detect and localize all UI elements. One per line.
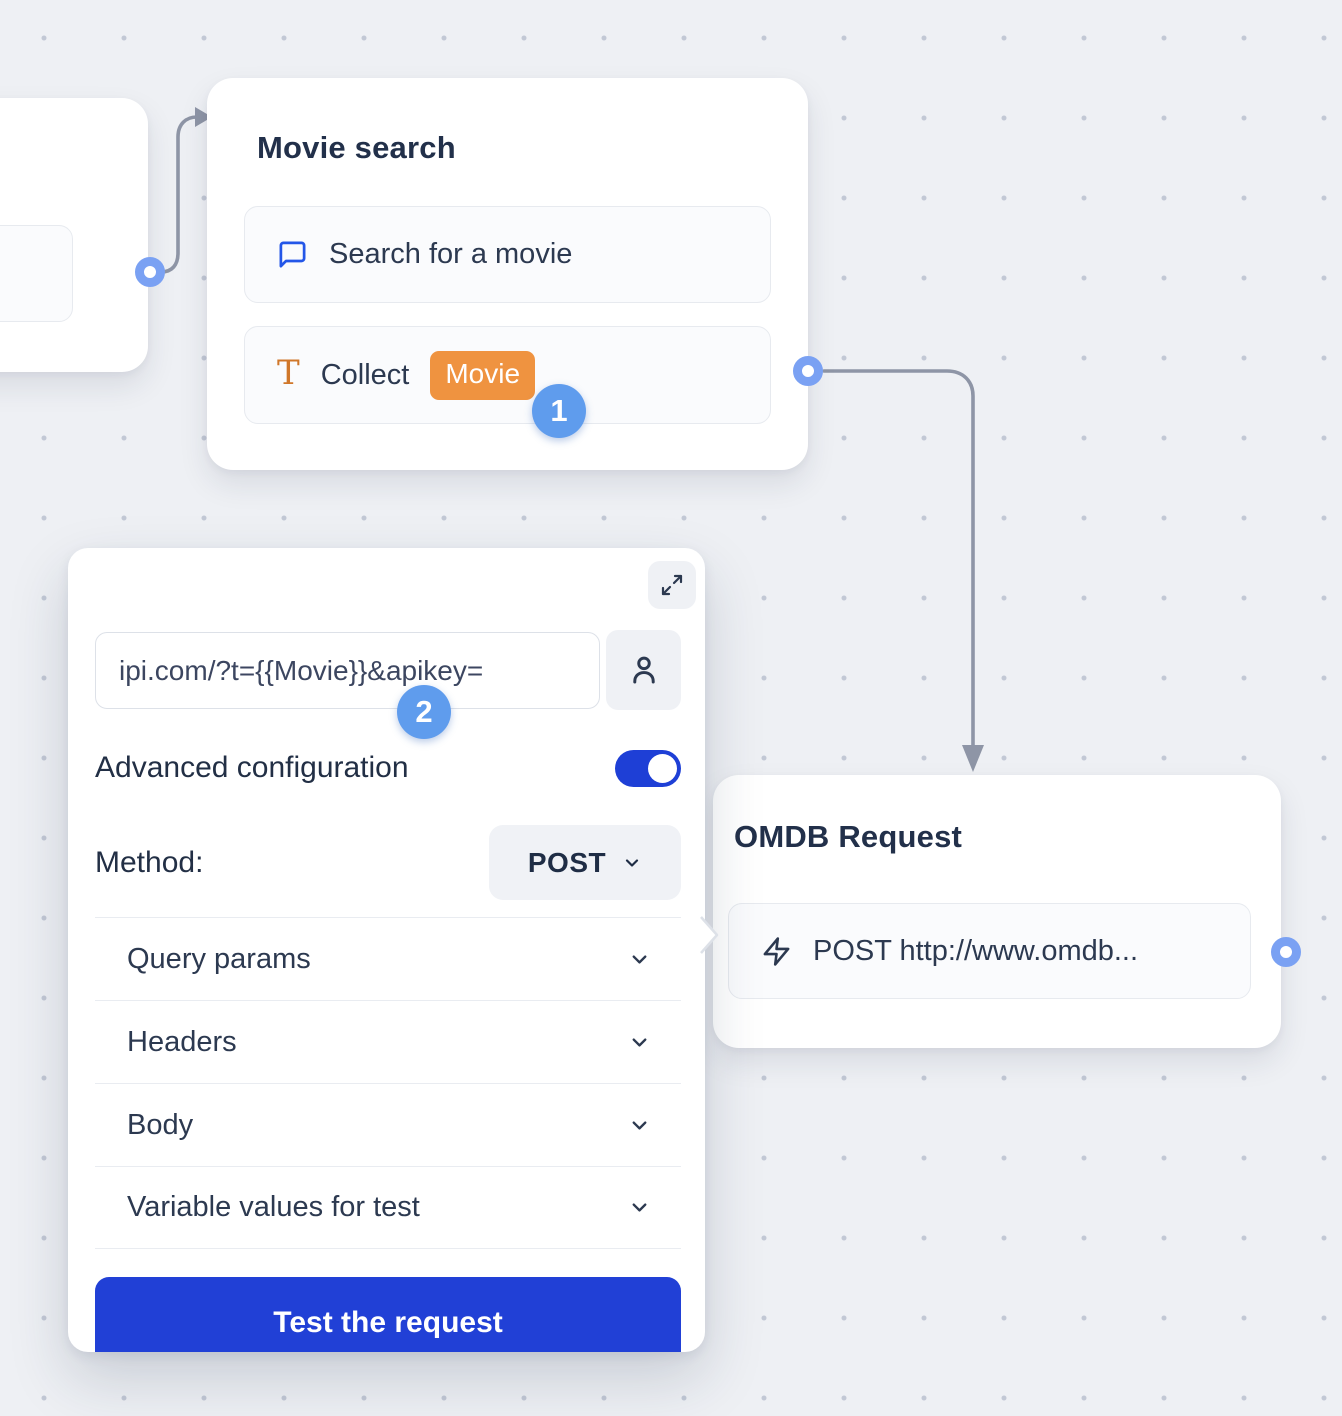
user-icon (627, 653, 661, 687)
chevron-down-icon (622, 853, 642, 873)
chevron-down-icon (628, 1031, 651, 1054)
method-dropdown[interactable]: POST (489, 825, 681, 900)
step-badge-2: 2 (397, 685, 451, 739)
input-notch-icon (699, 913, 721, 962)
expand-icon (660, 573, 684, 597)
node-title: Movie search (257, 130, 456, 165)
section-body[interactable]: Body (95, 1083, 681, 1166)
section-label: Headers (127, 1025, 237, 1058)
block-collect-movie[interactable]: T Collect Movie (244, 326, 771, 424)
output-port-left-node[interactable] (135, 257, 165, 287)
block-search-for-movie[interactable]: Search for a movie (244, 206, 771, 303)
chevron-down-icon (628, 1114, 651, 1137)
node-card-movie-search[interactable]: Movie search Search for a movie T Collec… (207, 78, 808, 470)
text-input-icon: T (277, 353, 300, 393)
node-card-omdb-request[interactable]: OMDB Request POST http://www.omdb... (700, 775, 1281, 1048)
expand-button[interactable] (648, 561, 696, 609)
block-omdb-post[interactable]: POST http://www.omdb... (728, 903, 1251, 999)
variable-chip-movie[interactable]: Movie (430, 350, 536, 400)
advanced-configuration-row: Advanced configuration (95, 748, 681, 788)
section-query-params[interactable]: Query params (95, 917, 681, 1000)
url-input-value: ipi.com/?t={{Movie}}&apikey= (119, 654, 484, 686)
node-title: OMDB Request (734, 819, 963, 854)
block-label: POST http://www.omdb... (813, 934, 1139, 967)
block-label: Search for a movie (329, 238, 573, 270)
chevron-down-icon (628, 1196, 651, 1219)
section-label: Query params (127, 942, 311, 975)
step-badge-1: 1 (532, 384, 586, 438)
section-variable-values[interactable]: Variable values for test (95, 1166, 681, 1249)
webhook-config-panel: ipi.com/?t={{Movie}}&apikey= 2 Advanced … (68, 548, 705, 1352)
section-label: Body (127, 1108, 194, 1141)
advanced-configuration-label: Advanced configuration (95, 751, 409, 784)
method-selected-value: POST (527, 846, 607, 878)
section-headers[interactable]: Headers (95, 1000, 681, 1083)
output-port-movie-node[interactable] (793, 356, 823, 386)
collapsible-sections: Query params Headers Body Variable value… (95, 917, 681, 1249)
insert-variable-button[interactable] (606, 630, 681, 710)
method-row: Method: POST (95, 825, 681, 900)
output-port-omdb-node[interactable] (1271, 937, 1301, 967)
toggle-knob (648, 753, 677, 783)
connector-left-to-movie (159, 115, 199, 274)
arrowhead-down (962, 745, 984, 772)
chevron-down-icon (628, 948, 651, 971)
advanced-configuration-toggle[interactable] (615, 749, 681, 787)
method-label: Method: (95, 845, 204, 879)
url-input[interactable]: ipi.com/?t={{Movie}}&apikey= (95, 632, 600, 709)
chat-bubble-icon (277, 239, 308, 270)
section-label: Variable values for test (127, 1191, 420, 1223)
node-block-empty[interactable] (0, 225, 73, 322)
connector-movie-to-omdb (822, 369, 975, 749)
test-request-button[interactable]: Test the request (95, 1277, 681, 1352)
block-label: Collect (320, 358, 410, 391)
node-card-partial[interactable] (0, 98, 148, 372)
lightning-icon (761, 936, 792, 967)
